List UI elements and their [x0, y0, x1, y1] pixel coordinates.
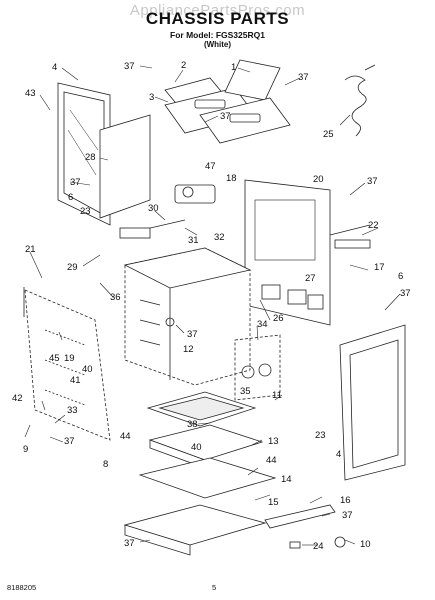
power-cord-part [344, 64, 376, 137]
oven-cavity-part [123, 247, 252, 386]
callout-41: 41 [70, 375, 81, 386]
callout-37j: 37 [124, 538, 135, 549]
callout-37b: 37 [298, 72, 309, 83]
watermark: AppliancePartsPros.com [129, 2, 306, 19]
drawer-slide-part [264, 504, 346, 549]
leader-lines [24, 65, 401, 546]
callout-6b: 6 [398, 271, 403, 282]
callout-32: 32 [214, 232, 225, 243]
callout-37h: 37 [64, 436, 75, 447]
callout-35: 35 [240, 386, 251, 397]
callout-1: 1 [231, 62, 236, 73]
callout-3: 3 [149, 92, 154, 103]
callout-27: 27 [305, 273, 316, 284]
gas-valve-assembly-part [119, 184, 216, 239]
callout-42: 42 [12, 393, 23, 404]
callout-37g: 37 [187, 329, 198, 340]
callout-40a: 40 [82, 364, 93, 375]
callout-45: 45 [49, 353, 60, 364]
callout-36: 36 [110, 292, 121, 303]
page-number: 5 [212, 583, 217, 592]
callout-20: 20 [313, 174, 324, 185]
callout-30: 30 [148, 203, 159, 214]
storage-drawer-part [123, 504, 267, 556]
callout-22: 22 [368, 220, 379, 231]
burner-pan-right-part [199, 59, 291, 144]
callout-37c: 37 [220, 111, 231, 122]
model-variant: (White) [203, 40, 232, 49]
callout-18: 18 [226, 173, 237, 184]
callout-21: 21 [25, 244, 36, 255]
document-number: 8188205 [7, 583, 37, 592]
callout-28: 28 [85, 152, 96, 163]
callout-26: 26 [273, 313, 284, 324]
diagram-title: CHASSIS PARTS [145, 9, 290, 28]
callout-6a: 6 [68, 192, 73, 203]
model-line: For Model: FGS325RQ1 [170, 30, 265, 40]
callout-37d: 37 [70, 177, 81, 188]
callout-24: 24 [313, 541, 324, 552]
rear-chassis-part [244, 179, 371, 326]
callout-34: 34 [257, 319, 268, 330]
side-panel-left-part [24, 289, 111, 441]
callout-11: 11 [272, 390, 282, 401]
callout-38: 38 [187, 419, 198, 430]
callout-25: 25 [323, 129, 334, 140]
callout-40b: 40 [191, 442, 202, 453]
callout-29: 29 [67, 262, 78, 273]
callout-37f: 37 [400, 288, 411, 299]
callout-13: 13 [268, 436, 279, 447]
door-inner-panel-part [99, 114, 151, 219]
callout-19: 19 [64, 353, 75, 364]
callout-37i: 37 [342, 510, 353, 521]
control-box-part [234, 334, 281, 401]
callout-4b: 4 [336, 449, 341, 460]
callout-12: 12 [183, 344, 194, 355]
callout-8: 8 [103, 459, 108, 470]
callout-44b: 44 [266, 455, 277, 466]
lower-door-part [339, 324, 406, 481]
callout-16: 16 [340, 495, 351, 506]
callout-23a: 23 [80, 206, 91, 217]
callout-15: 15 [268, 497, 279, 508]
broiler-grid-part [146, 391, 257, 427]
callout-4a: 4 [52, 62, 57, 73]
callout-23b: 23 [315, 430, 326, 441]
drawer-rack-part [138, 457, 277, 499]
callout-31: 31 [188, 235, 199, 246]
callout-37a: 37 [124, 61, 135, 72]
callout-14: 14 [281, 474, 292, 485]
callout-9: 9 [23, 444, 28, 455]
callout-37e: 37 [367, 176, 378, 187]
callout-17: 17 [374, 262, 385, 273]
callout-labels: 4 37 2 1 37 43 3 37 25 28 37 6 23 47 18 … [12, 60, 411, 552]
callout-47: 47 [205, 161, 216, 172]
callout-44a: 44 [120, 431, 131, 442]
callout-2: 2 [181, 60, 186, 71]
door-frame-part [57, 82, 111, 226]
callout-10: 10 [360, 539, 371, 550]
callout-33: 33 [67, 405, 78, 416]
callout-43: 43 [25, 88, 36, 99]
